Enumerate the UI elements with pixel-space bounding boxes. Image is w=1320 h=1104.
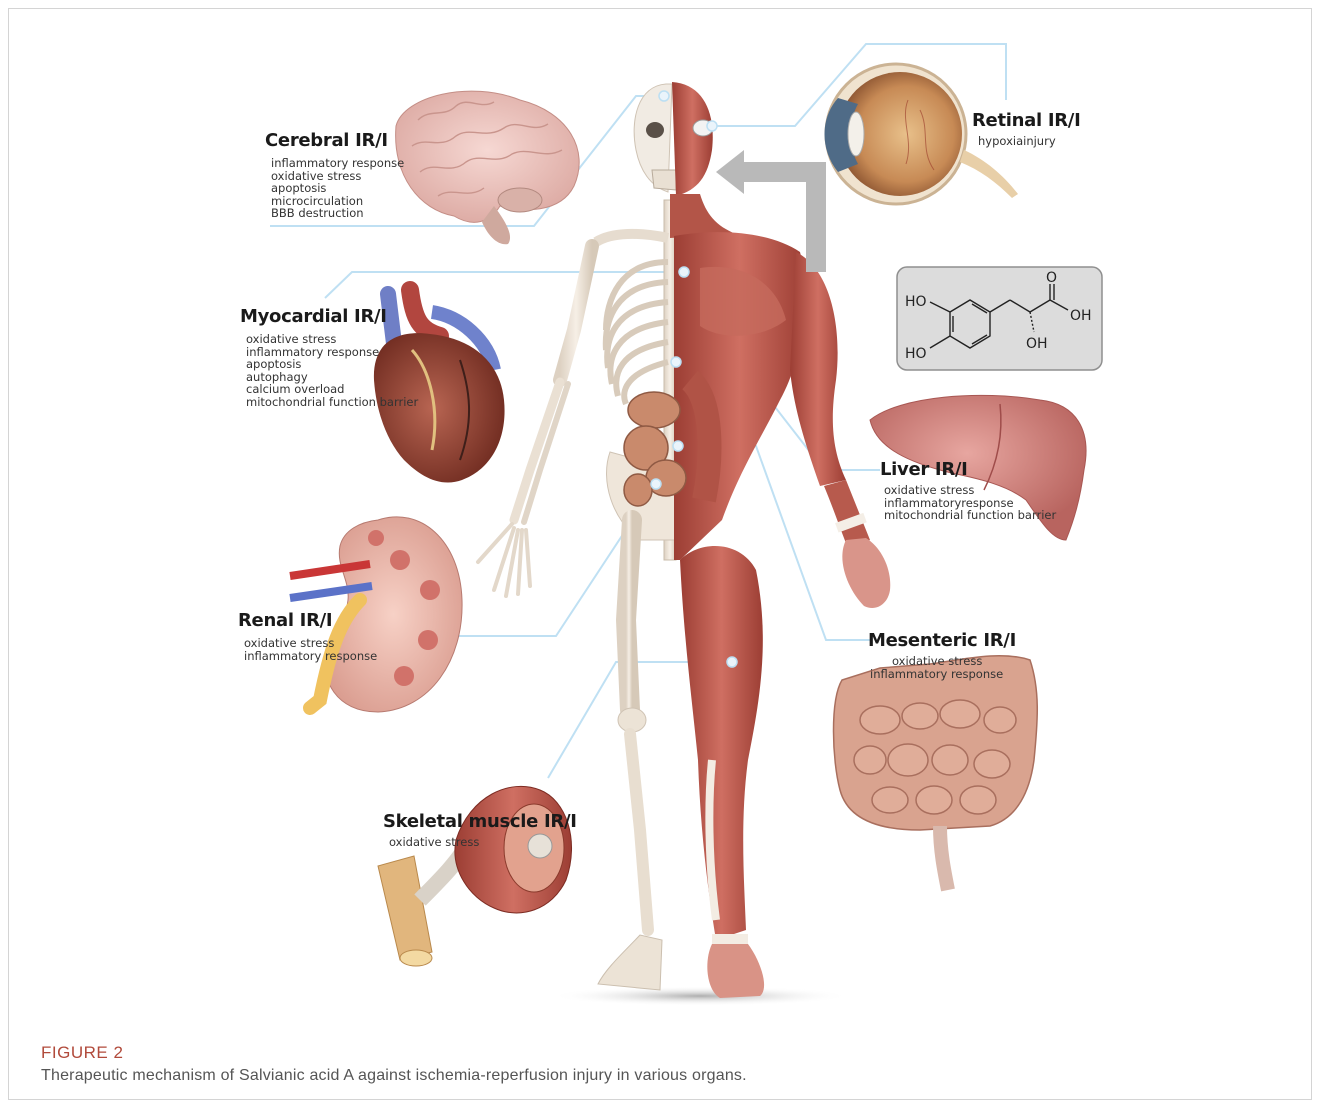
effect-item: oxidative stress [244, 637, 377, 650]
effect-item: inflammatory response [868, 668, 1016, 681]
body-shadow [550, 986, 850, 1006]
label-retinal: Retinal IR/I hypoxiainjury [972, 110, 1080, 148]
label-mesenteric: Mesenteric IR/I oxidative stress inflamm… [868, 630, 1016, 680]
mol-oh-alpha: OH [1026, 336, 1048, 352]
label-cerebral-title: Cerebral IR/I [265, 130, 404, 151]
molecule-arrow-head [716, 150, 744, 194]
label-cerebral: Cerebral IR/I inflammatory response oxid… [265, 130, 404, 220]
brain-illustration [396, 91, 580, 244]
effect-item: hypoxiainjury [978, 135, 1080, 148]
effect-item: oxidative stress [884, 484, 1056, 497]
label-skeletal-muscle: Skeletal muscle IR/I oxidative stress [383, 811, 577, 849]
intestine-illustration [834, 656, 1038, 890]
effect-item: oxidative stress [246, 333, 418, 346]
mol-ho-bottom: HO [905, 346, 927, 362]
effect-item: oxidative stress [868, 655, 1016, 668]
effect-item: oxidative stress [389, 836, 577, 849]
figure-label: FIGURE 2 [41, 1043, 123, 1063]
mol-oh-acid: OH [1070, 308, 1092, 324]
label-liver-title: Liver IR/I [880, 459, 1056, 480]
label-retinal-title: Retinal IR/I [972, 110, 1080, 131]
label-myocardial-title: Myocardial IR/I [240, 306, 418, 327]
label-renal: Renal IR/I oxidative stress inflammatory… [238, 610, 377, 662]
label-renal-title: Renal IR/I [238, 610, 377, 631]
effect-item: mitochondrial function barrier [246, 396, 418, 409]
mol-o: O [1046, 270, 1057, 286]
effect-item: inflammatory response [271, 157, 404, 170]
mol-ho-top: HO [905, 294, 927, 310]
label-liver: Liver IR/I oxidative stress inflammatory… [880, 459, 1056, 522]
effect-item: mitochondrial function barrier [884, 509, 1056, 522]
effect-item: apoptosis [271, 182, 404, 195]
effect-item: inflammatory response [244, 650, 377, 663]
effect-item: apoptosis [246, 358, 418, 371]
label-myocardial: Myocardial IR/I oxidative stress inflamm… [240, 306, 418, 409]
figure-caption: Therapeutic mechanism of Salvianic acid … [41, 1067, 747, 1085]
label-mesenteric-title: Mesenteric IR/I [868, 630, 1016, 651]
label-skeletal-muscle-title: Skeletal muscle IR/I [383, 811, 577, 832]
effect-item: BBB destruction [271, 207, 404, 220]
